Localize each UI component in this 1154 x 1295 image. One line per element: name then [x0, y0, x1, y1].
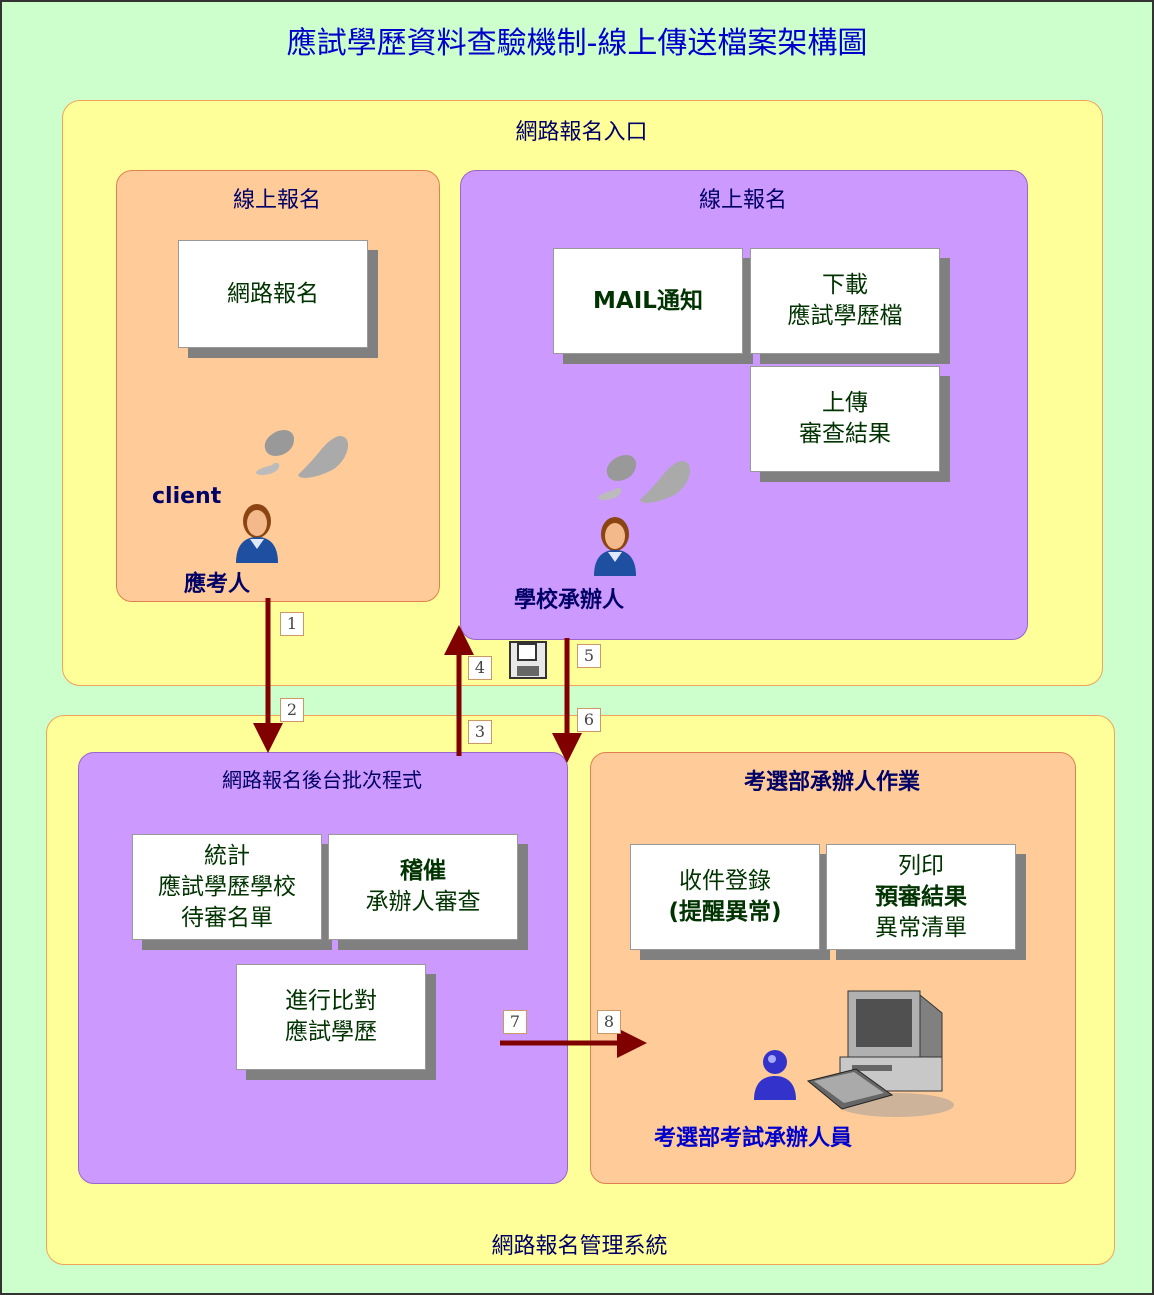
step-number: 3 [468, 720, 492, 744]
step-number: 5 [577, 644, 601, 668]
zone-online-entry-label: 網路報名入口 [515, 120, 648, 145]
applicant-person-icon [236, 504, 278, 563]
thought-bubbles-icon [256, 429, 349, 478]
box-compare-education: 進行比對應試學歷 [236, 964, 426, 1070]
box-reminder: 稽催承辦人審查 [328, 834, 518, 940]
step-number: 8 [597, 1010, 621, 1034]
panel-school-signup-label: 線上報名 [698, 188, 787, 213]
step-number: 1 [280, 612, 304, 636]
box-mail-notify: MAIL通知 [553, 248, 743, 354]
computer-icon [806, 990, 954, 1117]
panel-ministry-operation-label: 考選部承辦人作業 [743, 770, 920, 795]
panel-batch-program-label: 網路報名後台批次程式 [222, 768, 422, 792]
thought-bubbles-icon [598, 454, 691, 503]
box-receive-register: 收件登錄(提醒異常) [630, 844, 820, 950]
diagram-title: 應試學歷資料查驗機制-線上傳送檔案架構圖 [286, 26, 868, 61]
applicant-label: 應考人 [184, 572, 251, 597]
school-officer-person-icon [594, 517, 636, 576]
box-download-file: 下載應試學歷檔 [750, 248, 940, 354]
box-upload-result: 上傳審查結果 [750, 366, 940, 472]
staff-person-icon [754, 1050, 796, 1100]
panel-ministry-operation [590, 752, 1076, 1184]
step-number: 7 [503, 1010, 527, 1034]
panel-applicant-signup-label: 線上報名 [232, 188, 321, 213]
school-officer-label: 學校承辦人 [514, 588, 625, 613]
floppy-disk-icon [509, 641, 547, 679]
zone-management-system-label: 網路報名管理系統 [491, 1234, 668, 1259]
step-number: 6 [577, 708, 601, 732]
box-statistics: 統計應試學歷學校待審名單 [132, 834, 322, 940]
staff-label: 考選部考試承辦人員 [654, 1126, 853, 1151]
box-online-registration: 網路報名 [178, 240, 368, 348]
box-print-results: 列印預審結果異常清單 [826, 844, 1016, 950]
client-label: client [152, 484, 222, 509]
step-number: 2 [280, 698, 304, 722]
step-number: 4 [468, 656, 492, 680]
